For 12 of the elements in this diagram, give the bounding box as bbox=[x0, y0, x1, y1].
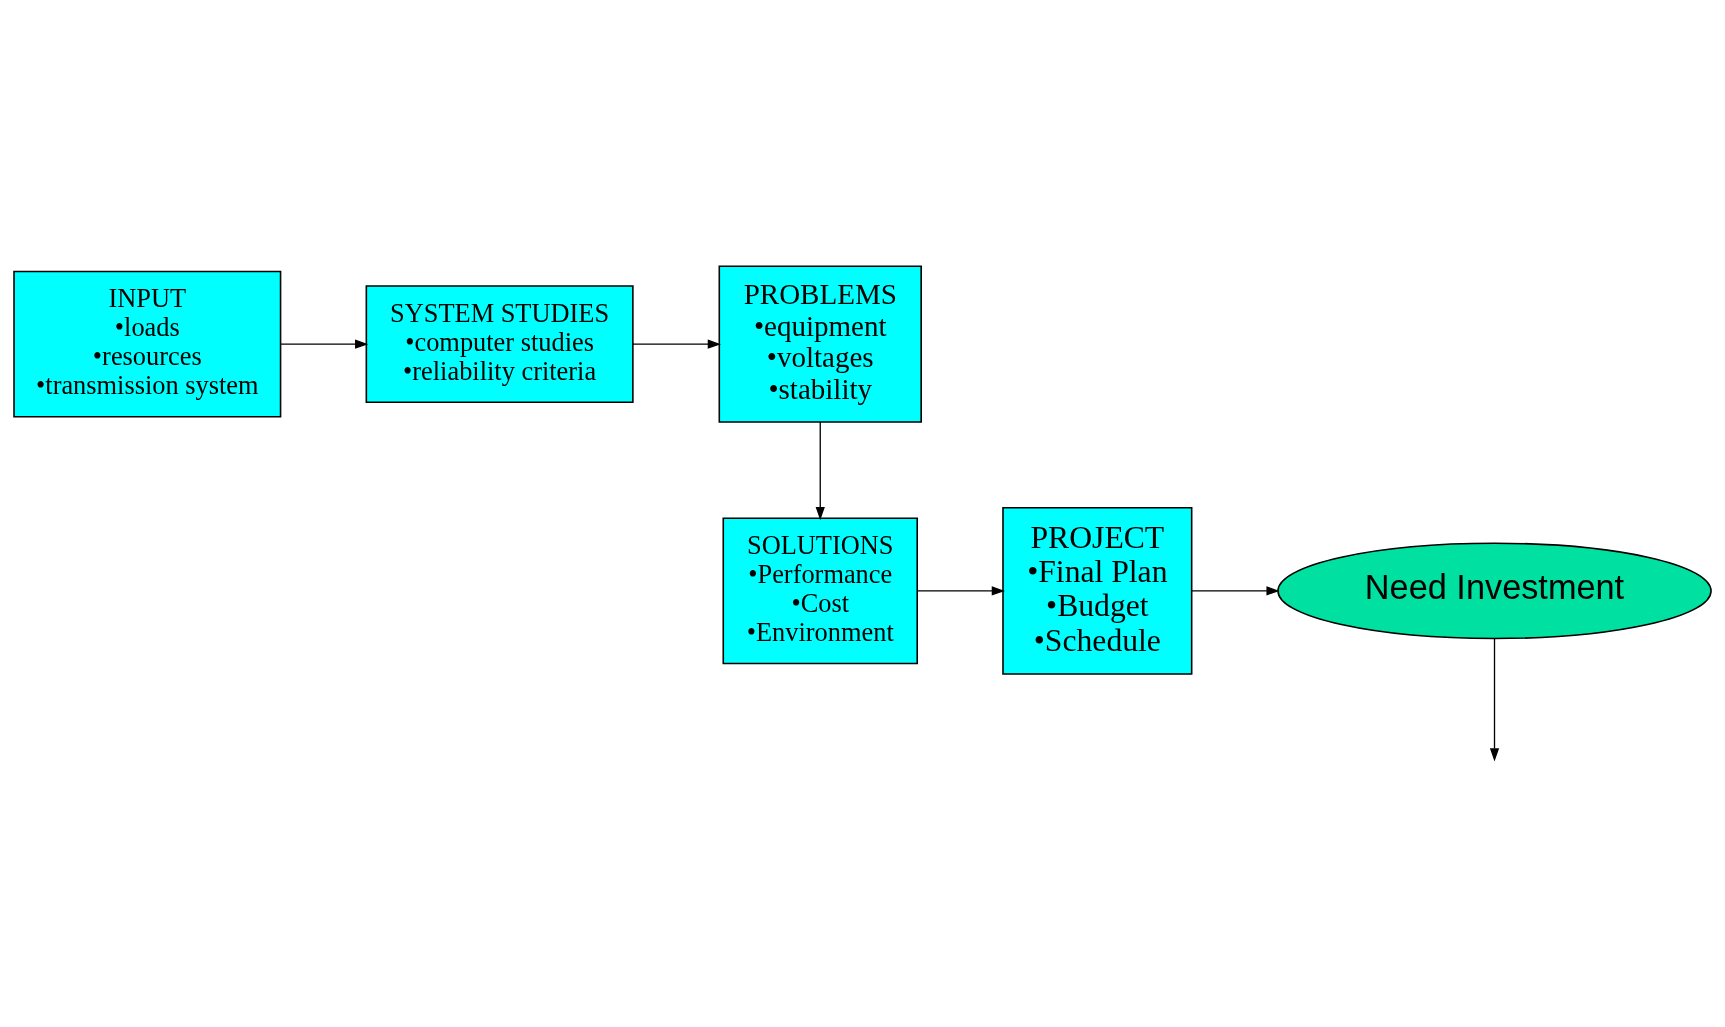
arrow bbox=[632, 339, 721, 349]
arrow bbox=[1191, 586, 1280, 596]
node-box: INPUT •loads •resources •transmission system bbox=[13, 270, 282, 418]
arrow bbox=[815, 421, 825, 521]
node-box: SOLUTIONS •Performance •Cost •Environment bbox=[722, 517, 918, 665]
node-ellipse: Need Investment bbox=[1277, 542, 1712, 640]
node-box: PROBLEMS •equipment •voltages •stability bbox=[718, 265, 922, 423]
arrow bbox=[917, 586, 1005, 596]
node-box: PROJECT •Final Plan •Budget •Schedule bbox=[1002, 506, 1193, 675]
arrow bbox=[1489, 638, 1500, 762]
arrow bbox=[280, 339, 369, 349]
node-box: SYSTEM STUDIES •computer studies •reliability criteria bbox=[365, 285, 634, 403]
